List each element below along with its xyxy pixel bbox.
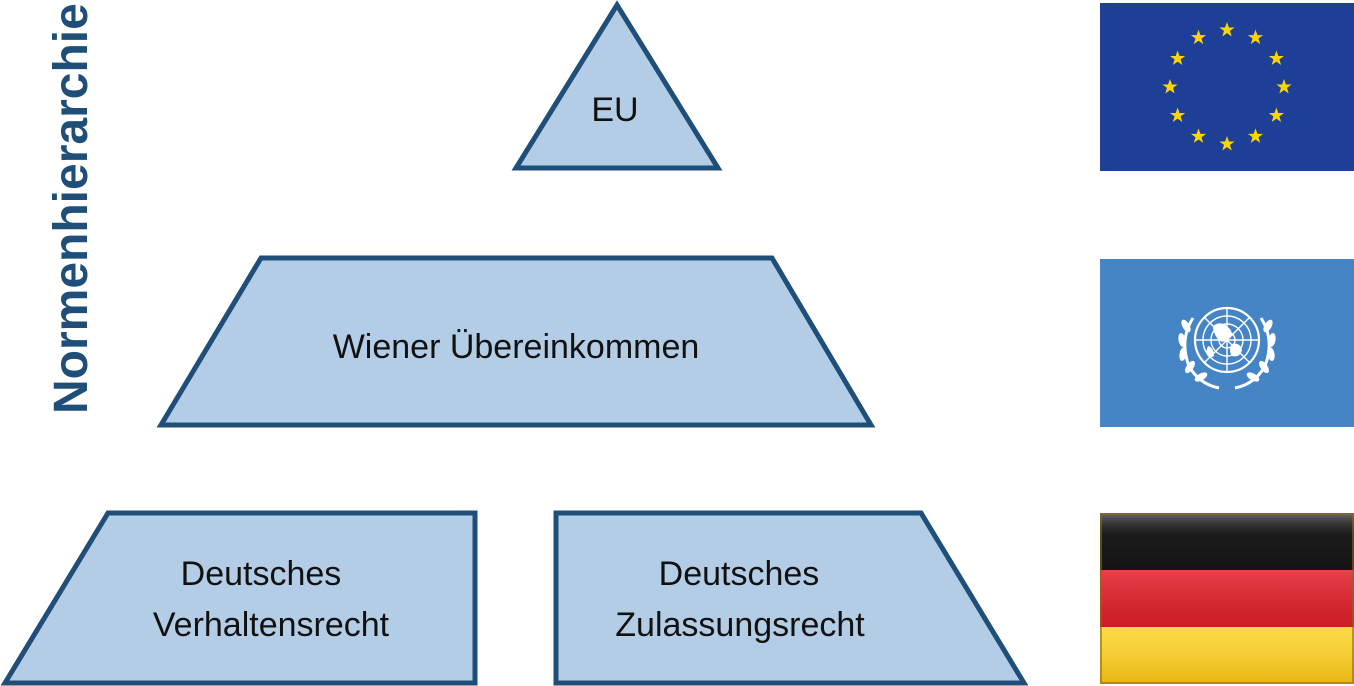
un-emblem-icon	[1178, 306, 1276, 390]
germany-flag-gold-shade	[1100, 627, 1354, 684]
eu-label: EU	[591, 91, 638, 129]
de-approval-line1: Deutsches	[659, 555, 820, 593]
eu-flag	[1100, 3, 1354, 171]
germany-flag-border	[1100, 513, 1354, 684]
un-trapezoid	[156, 255, 876, 428]
de-behavior-shape	[0, 510, 478, 686]
un-level: Wiener Übereinkommen	[156, 255, 876, 428]
de-approval-line2: Zulassungsrecht	[615, 606, 865, 644]
de-behavior-line2: Verhaltensrecht	[153, 606, 390, 644]
eu-level: EU	[511, 0, 723, 171]
de-behavior-level: Deutsches Verhaltensrecht	[0, 510, 478, 686]
germany-flag-black-shade	[1100, 513, 1354, 570]
un-flag	[1100, 259, 1354, 427]
eu-triangle	[511, 0, 723, 171]
de-approval-shape	[553, 510, 1029, 686]
un-label: Wiener Übereinkommen	[333, 328, 700, 366]
de-approval-level: Deutsches Zulassungsrecht	[553, 510, 1029, 686]
germany-flag-red-shade	[1100, 570, 1354, 627]
de-behavior-line1: Deutsches	[181, 555, 342, 593]
germany-flag	[1100, 513, 1354, 684]
